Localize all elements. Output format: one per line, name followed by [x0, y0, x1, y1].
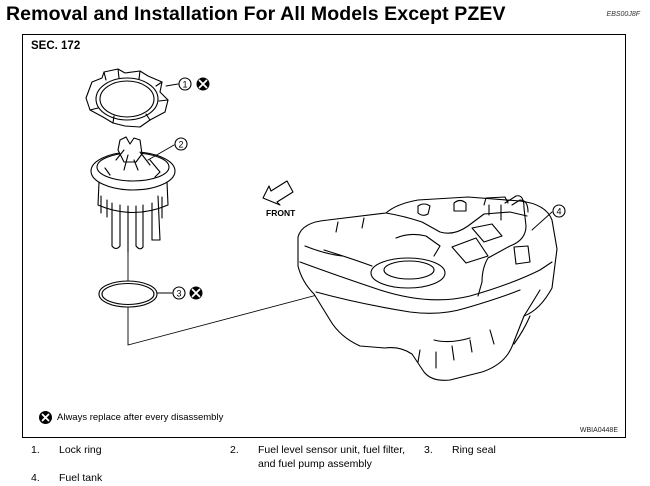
document-code: EBS00J8F	[606, 11, 640, 18]
callout-4: 4	[552, 204, 566, 218]
legend-label: Fuel level sensor unit, fuel filter,	[258, 444, 406, 456]
callout-3-number: 3	[176, 288, 181, 298]
replace-marker-icon	[196, 77, 210, 91]
callout-leaders	[147, 83, 553, 294]
replace-marker-icon	[39, 410, 52, 424]
page-title: Removal and Installation For All Models …	[6, 3, 506, 25]
callout-4-number: 4	[556, 206, 561, 216]
figure-code: WBIA0448E	[579, 427, 618, 434]
legend-number: 2.	[230, 444, 239, 456]
callout-3: 3	[172, 286, 186, 300]
fuel-tank-drawing	[297, 195, 558, 381]
callout-1-number: 1	[182, 79, 187, 89]
legend-label-continued: and fuel pump assembly	[258, 458, 372, 470]
front-label: FRONT	[266, 208, 296, 218]
legend-label: Lock ring	[59, 444, 102, 456]
legend-number: 3.	[424, 444, 433, 456]
replace-marker-icon	[189, 286, 203, 300]
ring-seal-drawing	[98, 280, 158, 308]
legend-number: 1.	[31, 444, 40, 456]
callout-2-number: 2	[178, 139, 183, 149]
diagram-frame	[22, 34, 626, 438]
legend-label: Fuel tank	[59, 472, 103, 484]
front-arrow-icon: FRONT	[262, 180, 296, 218]
section-label: SEC. 172	[31, 40, 81, 52]
legend-number: 4.	[31, 472, 40, 484]
callout-1: 1	[178, 77, 192, 91]
lock-ring-drawing	[85, 68, 169, 128]
legend-label: Ring seal	[452, 444, 496, 456]
callout-2: 2	[174, 137, 188, 151]
replacement-note: Always replace after every disassembly	[39, 410, 223, 424]
fuel-pump-assembly-drawing	[90, 136, 176, 253]
replacement-note-text: Always replace after every disassembly	[57, 411, 224, 423]
